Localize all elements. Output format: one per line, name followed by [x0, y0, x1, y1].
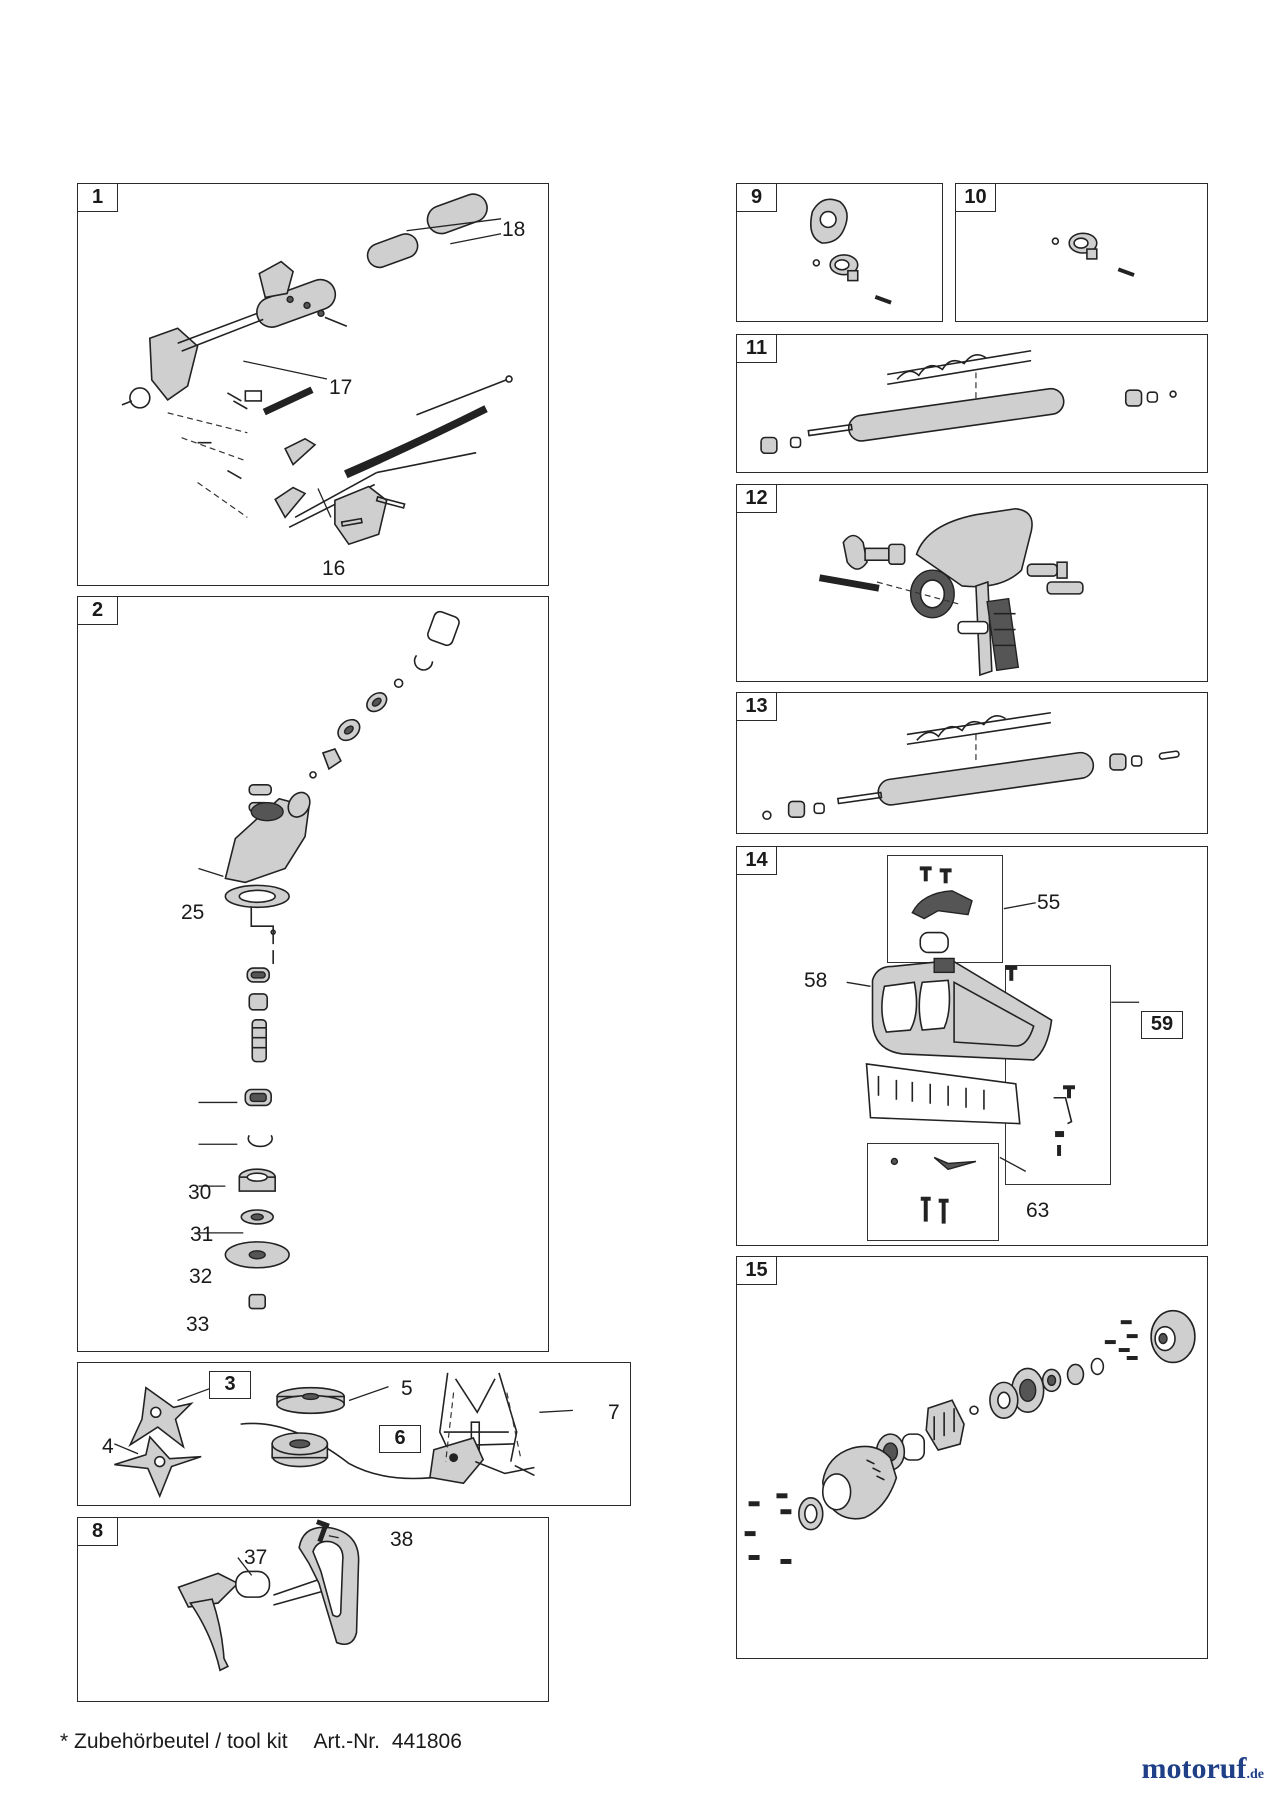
panel-number: 9 — [737, 184, 777, 212]
panel-12: 12 — [736, 484, 1208, 682]
panel-11-drawing — [760, 349, 1177, 455]
panel-14-drawing — [846, 866, 1140, 1224]
panel-number: 1 — [78, 184, 118, 212]
panel-number: 2 — [78, 597, 118, 625]
footer-note: * Zubehörbeutel / tool kit Art.-Nr. 4418… — [60, 1730, 468, 1754]
panel-12-drawing — [818, 507, 1084, 677]
callout-63: 63 — [1026, 1199, 1050, 1222]
panel-8-drawing — [177, 1519, 360, 1672]
callout-5: 5 — [401, 1377, 413, 1400]
boxed-label-59: 59 — [1141, 1011, 1183, 1039]
callout-25: 25 — [181, 901, 205, 924]
panel-9-drawing — [810, 198, 892, 305]
callout-58: 58 — [804, 969, 828, 992]
panel-number: 12 — [737, 485, 777, 513]
logo-name: motoruf — [1141, 1752, 1247, 1785]
article-label: Art.-Nr. — [313, 1730, 380, 1753]
panel-8: 8 37 38 — [77, 1517, 549, 1702]
panel-9: 9 — [736, 183, 943, 322]
callout-30: 30 — [188, 1181, 212, 1204]
subassembly-63-box — [867, 1143, 999, 1241]
motoruf-logo: motoruf.de — [1142, 1752, 1264, 1786]
panel-11: 11 — [736, 334, 1208, 473]
logo-tld: .de — [1246, 1767, 1265, 1782]
callout-33: 33 — [186, 1313, 210, 1336]
callout-55: 55 — [1037, 891, 1061, 914]
panel-3: 3 6 5 4 7 — [77, 1362, 631, 1506]
boxed-label-3: 3 — [209, 1371, 251, 1399]
panel-14: 14 55 58 59 63 — [736, 846, 1208, 1246]
callout-31: 31 — [190, 1223, 214, 1246]
callout-18: 18 — [502, 218, 526, 241]
callout-37: 37 — [244, 1546, 268, 1569]
panel-10-drawing — [1051, 232, 1135, 277]
panel-number: 10 — [956, 184, 996, 212]
panel-15-drawing — [744, 1309, 1196, 1564]
panel-number: 8 — [78, 1518, 118, 1546]
article-number: 441806 — [391, 1730, 462, 1753]
panel-3-drawing — [114, 1372, 573, 1499]
panel-13-drawing — [762, 711, 1180, 820]
panel-2-drawing — [198, 610, 460, 1310]
panel-number: 14 — [737, 847, 777, 875]
callout-32: 32 — [189, 1265, 213, 1288]
panel-number: 13 — [737, 693, 777, 721]
panel-1-drawing — [121, 193, 513, 546]
panel-number: 15 — [737, 1257, 777, 1285]
panel-number: 11 — [737, 335, 777, 363]
tool-kit-note: * Zubehörbeutel / tool kit — [60, 1730, 288, 1753]
callout-4: 4 — [102, 1435, 114, 1458]
panel-10: 10 — [955, 183, 1208, 322]
panel-13: 13 — [736, 692, 1208, 834]
panel-2: 2 — [77, 596, 549, 1352]
callout-16: 16 — [322, 557, 346, 580]
panel-15: 15 — [736, 1256, 1208, 1659]
callout-38: 38 — [390, 1528, 414, 1551]
callout-17: 17 — [329, 376, 353, 399]
subassembly-59-box — [1005, 965, 1111, 1185]
callout-7: 7 — [608, 1401, 620, 1424]
panel-1: 1 18 17 16 — [77, 183, 549, 586]
boxed-label-6: 6 — [379, 1425, 421, 1453]
